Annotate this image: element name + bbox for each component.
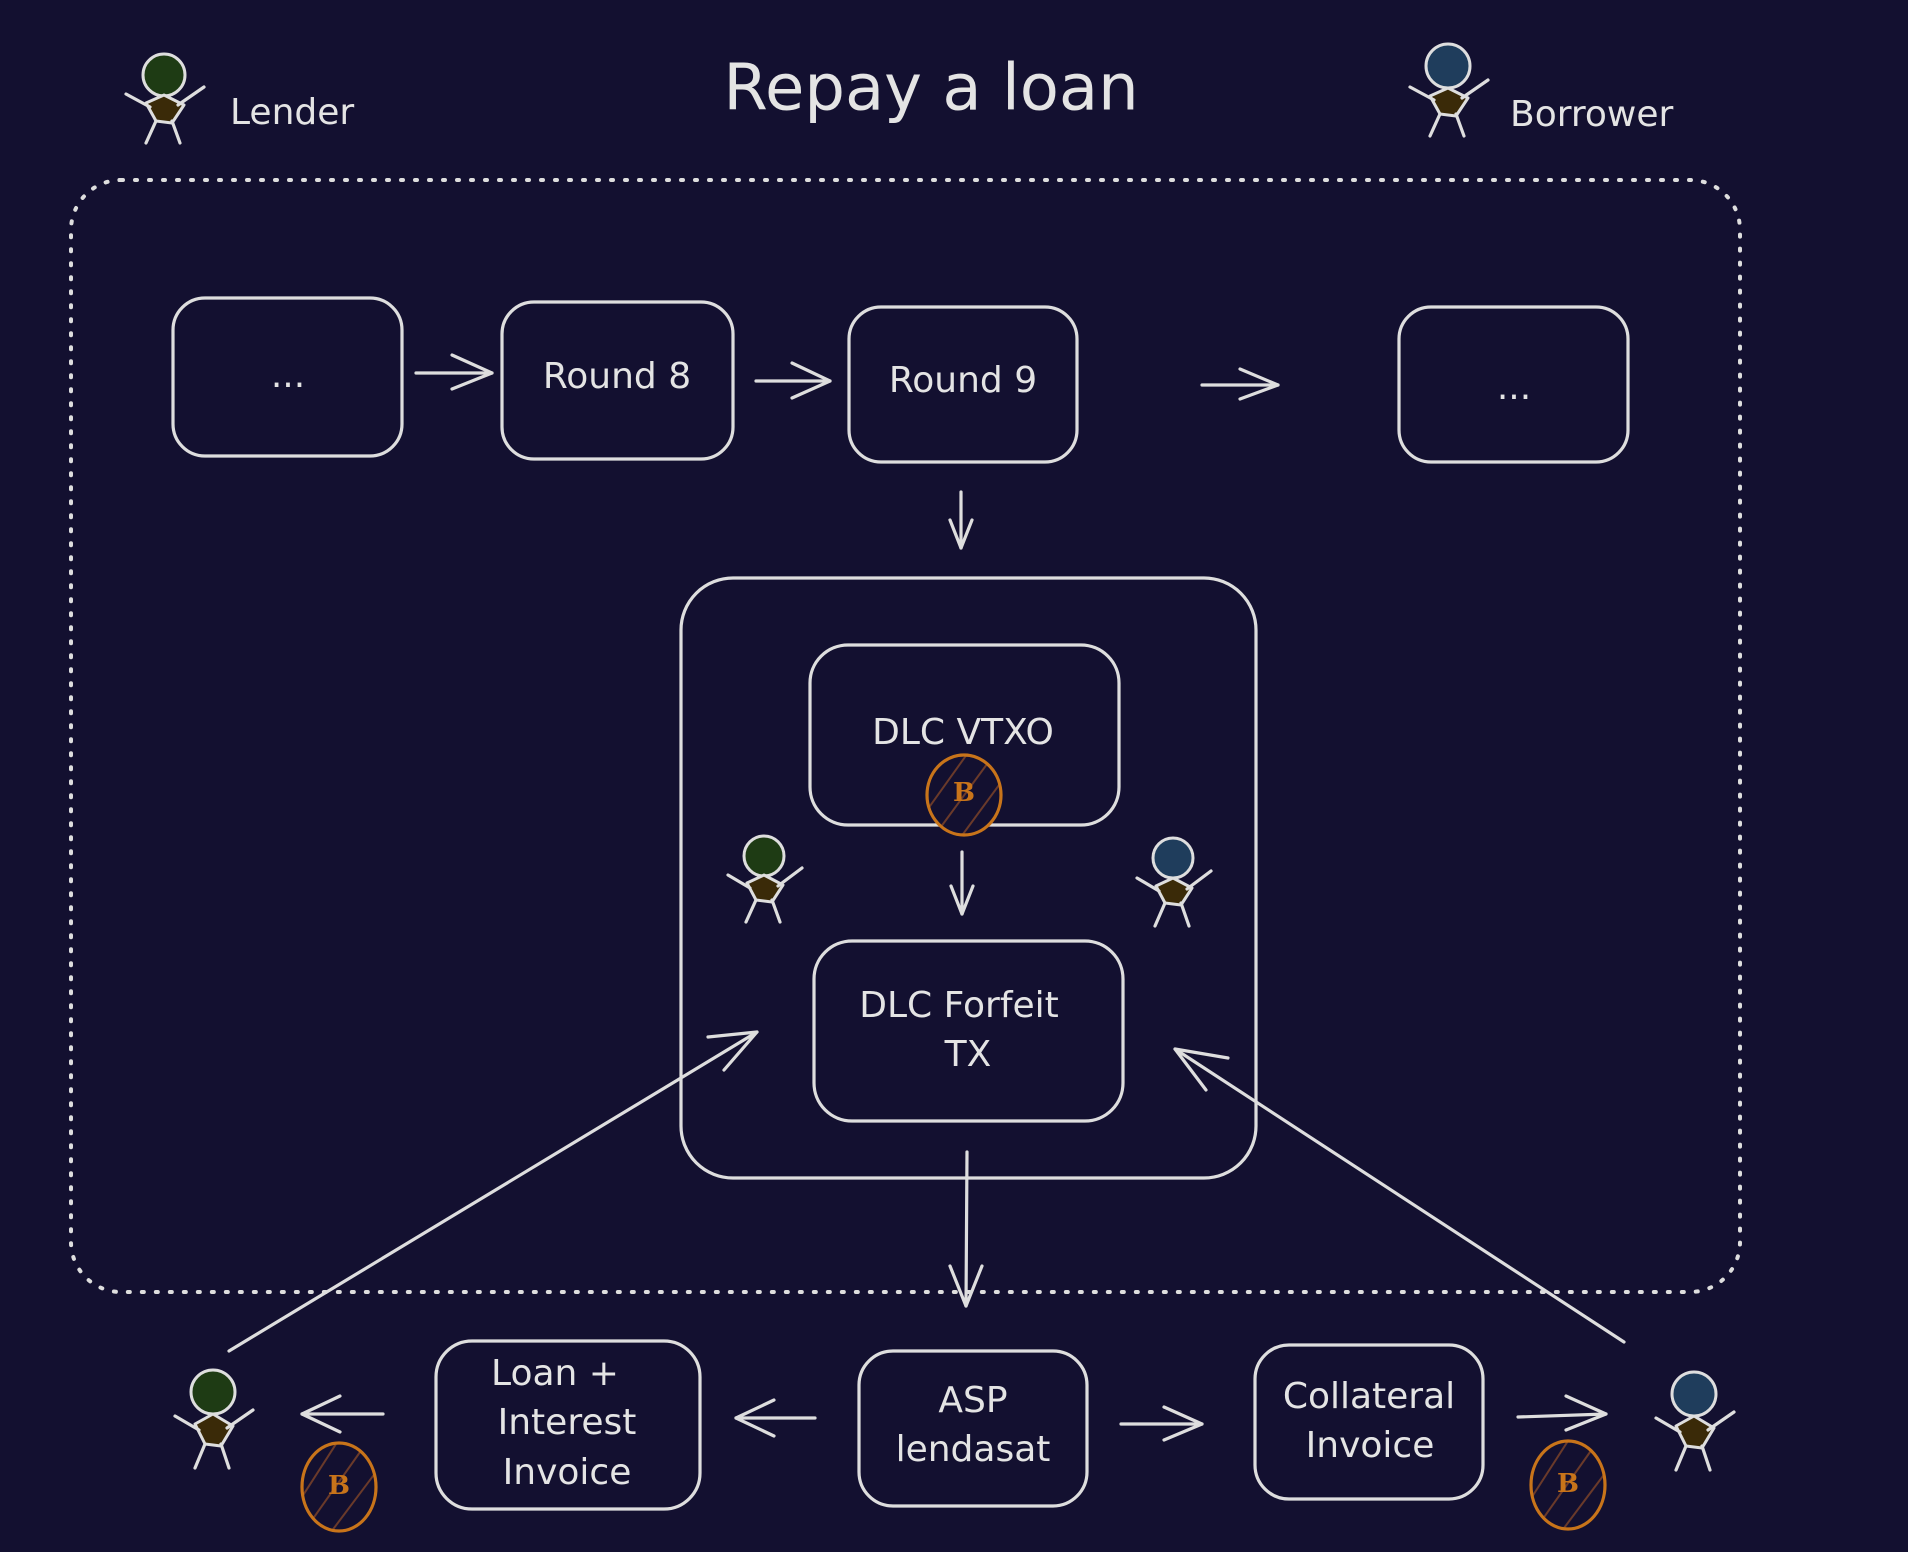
- round-8-label: Round 8: [543, 356, 691, 397]
- dlc-vtxo-box: DLC VTXO: [808, 643, 1121, 827]
- round-box-8: Round 8: [500, 300, 735, 461]
- lender-legend: Lender: [124, 52, 354, 145]
- dlc-forfeit-tx-box: DLC Forfeit TX: [812, 939, 1125, 1123]
- dlc-group-box: [679, 576, 1258, 1180]
- lender-label: Lender: [230, 92, 354, 133]
- round-box-prev: ...: [171, 296, 404, 458]
- borrower-legend: Borrower: [1408, 42, 1674, 138]
- round-next-label: ...: [1497, 367, 1531, 408]
- loan-invoice-line2: Interest: [498, 1402, 637, 1443]
- collateral-invoice-line1: Collateral: [1283, 1376, 1455, 1417]
- coin-symbol: B: [953, 778, 975, 808]
- coin-symbol: B: [1557, 1469, 1579, 1499]
- asp-line1: ASP: [938, 1380, 1007, 1421]
- lender-receiver-icon: [173, 1368, 255, 1470]
- loan-interest-invoice-box: Loan + Interest Invoice: [434, 1339, 702, 1511]
- lender-signer-icon: [726, 834, 804, 924]
- round-prev-label: ...: [271, 355, 305, 396]
- loan-invoice-line1: Loan +: [491, 1353, 619, 1394]
- dlc-forfeit-label-line2: TX: [944, 1034, 992, 1075]
- round-box-9: Round 9: [847, 305, 1079, 464]
- arrow-round8-to-round9: [754, 361, 832, 400]
- arrow-vtxo-to-forfeit: [949, 850, 975, 916]
- bitcoin-coin-icon: B: [925, 753, 1003, 837]
- lender-icon: [124, 52, 206, 145]
- ark-round-container: [69, 178, 1742, 1294]
- arrow-invoice-to-lender: [300, 1394, 385, 1434]
- dlc-forfeit-label-line1: DLC Forfeit: [859, 985, 1059, 1026]
- asp-lendasat-box: ASP lendasat: [857, 1349, 1089, 1508]
- asp-line2: lendasat: [896, 1429, 1051, 1470]
- arrow-round9-to-dlc: [948, 490, 974, 550]
- round-9-label: Round 9: [889, 360, 1037, 401]
- arrow-collateral-invoice-to-borrower: [1516, 1394, 1608, 1432]
- arrow-round9-to-next: [1200, 367, 1280, 401]
- loan-invoice-line3: Invoice: [503, 1452, 632, 1493]
- arrow-borrower-to-forfeit: [1173, 1047, 1626, 1344]
- arrow-lender-to-forfeit: [227, 1030, 759, 1353]
- borrower-signer-icon: [1135, 836, 1213, 928]
- round-box-next: ...: [1397, 305, 1630, 464]
- bitcoin-coin-icon: B: [1529, 1439, 1607, 1531]
- arrow-forfeit-to-asp: [948, 1150, 984, 1308]
- borrower-receiver-icon: [1654, 1370, 1736, 1472]
- borrower-label: Borrower: [1510, 94, 1674, 135]
- borrower-icon: [1408, 42, 1490, 138]
- collateral-invoice-box: Collateral Invoice: [1253, 1343, 1485, 1501]
- diagram-title: Repay a loan: [723, 52, 1138, 126]
- coin-symbol: B: [328, 1471, 350, 1501]
- dlc-vtxo-label: DLC VTXO: [872, 712, 1054, 753]
- collateral-invoice-line2: Invoice: [1306, 1425, 1435, 1466]
- bitcoin-coin-icon: B: [300, 1441, 378, 1533]
- arrow-prev-to-round8: [414, 353, 494, 391]
- arrow-asp-to-loan-invoice: [734, 1398, 817, 1438]
- arrow-asp-to-collateral-invoice: [1119, 1405, 1204, 1442]
